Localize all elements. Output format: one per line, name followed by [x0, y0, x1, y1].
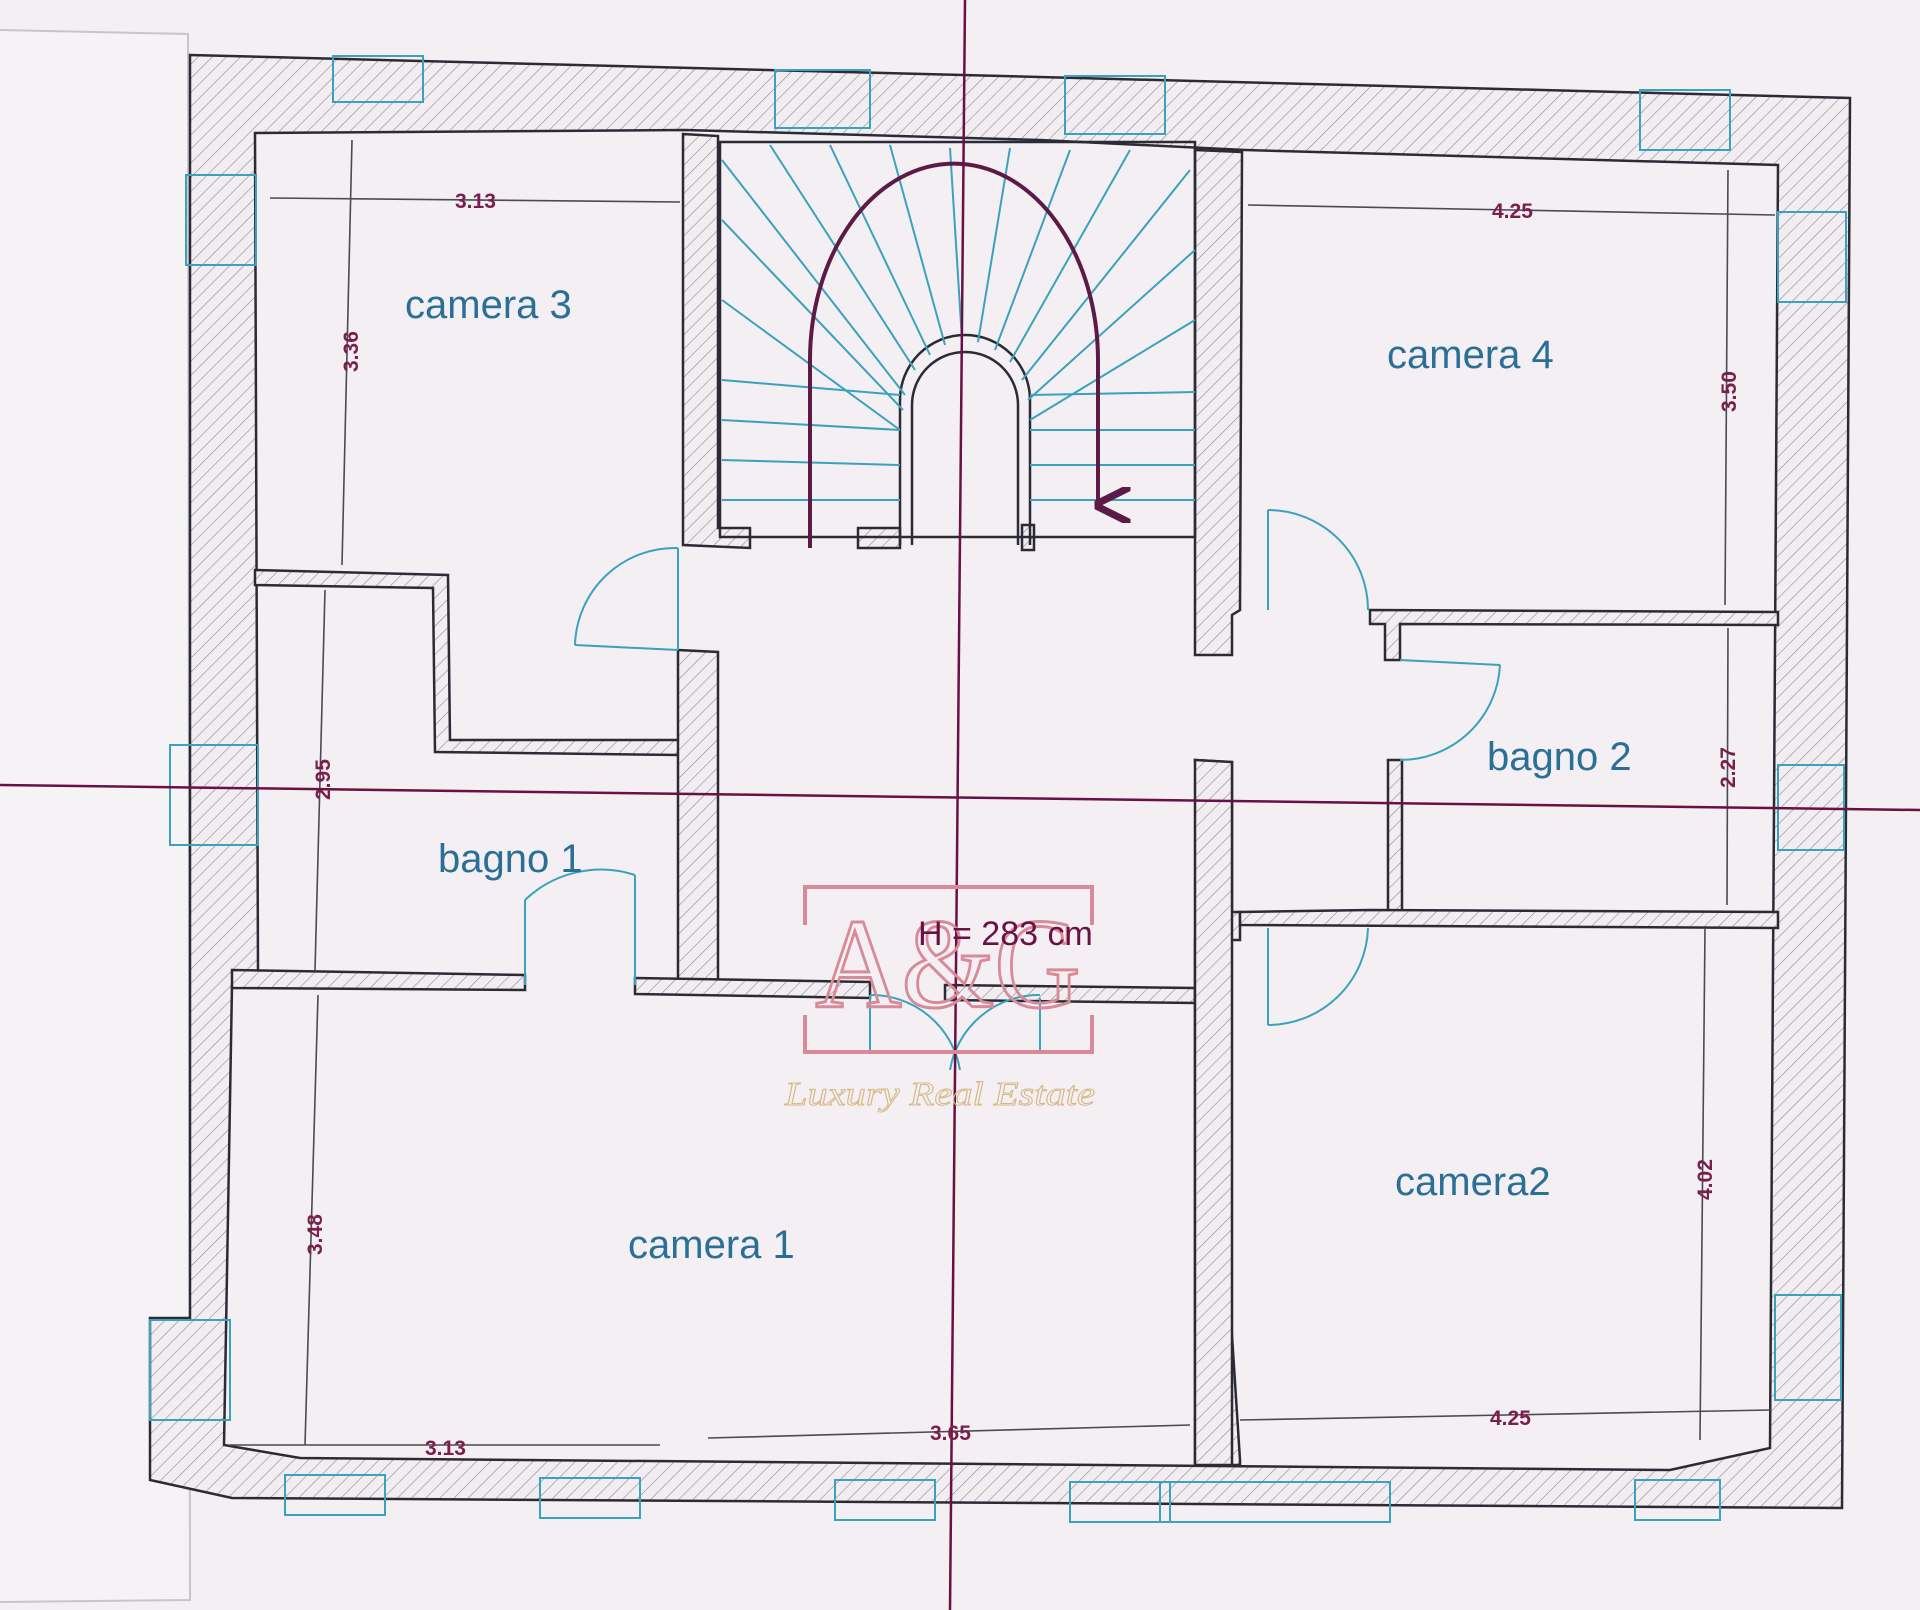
- dimension-labels: 3.13 4.25 3.13 3.65 4.25 3.36 3.50 2.95 …: [304, 190, 1741, 1460]
- dim-camera3-width: 3.13: [455, 190, 496, 213]
- dim-bagno2-depth: 2.27: [1717, 747, 1740, 788]
- room-label-camera-3: camera 3: [405, 283, 572, 327]
- dim-bagno1-depth: 2.95: [312, 759, 335, 800]
- dim-camera3-depth: 3.36: [340, 331, 363, 372]
- dim-camera1-width-right: 3.65: [930, 1422, 971, 1445]
- room-labels: camera 3 camera 4 bagno 1 bagno 2 camera…: [405, 283, 1632, 1267]
- interior-walls: [230, 132, 1780, 1467]
- room-label-bagno-2: bagno 2: [1487, 735, 1632, 779]
- dim-camera2-depth: 4.02: [1694, 1159, 1717, 1200]
- watermark: A&G Luxury Real Estate: [783, 885, 1096, 1114]
- room-label-camera-2: camera2: [1395, 1160, 1551, 1204]
- watermark-logo: A&G: [816, 893, 1081, 1035]
- watermark-tagline: Luxury Real Estate: [784, 1076, 1095, 1113]
- dim-camera1-width-left: 3.13: [425, 1437, 466, 1460]
- windows: [149, 55, 1847, 1523]
- dimension-lines: [228, 139, 1776, 1446]
- dim-camera4-depth: 3.50: [1718, 371, 1741, 412]
- dim-camera2-width: 4.25: [1490, 1407, 1531, 1430]
- dim-camera1-depth: 3.48: [304, 1214, 327, 1255]
- dim-camera4-width: 4.25: [1492, 200, 1533, 223]
- room-label-bagno-1: bagno 1: [438, 837, 583, 881]
- room-label-camera-4: camera 4: [1387, 333, 1554, 377]
- staircase: [718, 140, 1197, 548]
- ceiling-height-label: H = 283 cm: [918, 915, 1093, 953]
- room-label-camera-1: camera 1: [628, 1223, 795, 1267]
